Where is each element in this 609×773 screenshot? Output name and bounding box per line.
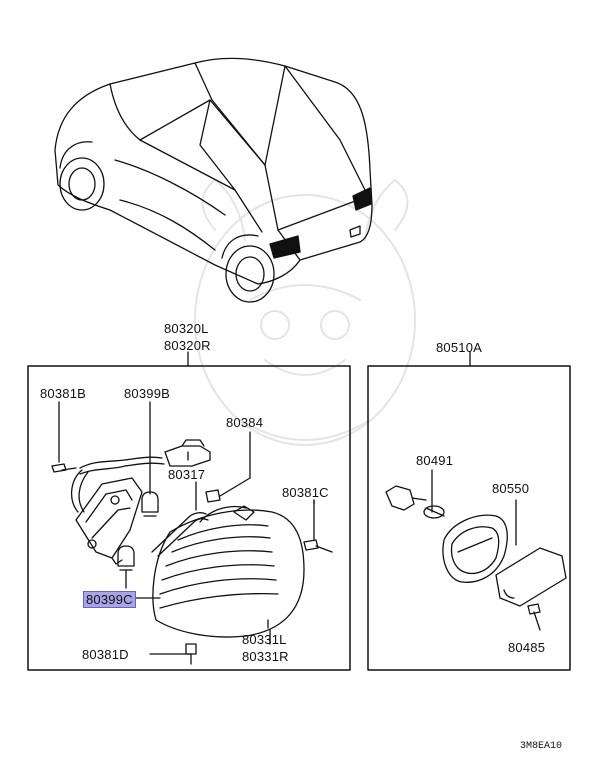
part-label-80317[interactable]: 80317 [168, 467, 206, 482]
bulb-80399c-drawing [117, 545, 135, 589]
screw-80381d-drawing [149, 643, 197, 665]
part-label-80331l[interactable]: 80331L [242, 632, 287, 647]
lamp-group-right-box [367, 365, 571, 671]
part-label-80381b[interactable]: 80381B [40, 386, 87, 401]
part-label-80485[interactable]: 80485 [508, 640, 546, 655]
lamp-housing-drawing [442, 514, 508, 583]
part-label-80381d[interactable]: 80381D [82, 647, 129, 662]
lamp-group-left-box [27, 365, 351, 671]
part-label-80320r[interactable]: 80320R [164, 338, 211, 353]
part-label-80384[interactable]: 80384 [226, 415, 264, 430]
part-label-80550[interactable]: 80550 [492, 481, 530, 496]
part-label-80510a[interactable]: 80510A [436, 340, 483, 355]
screw-80381b-drawing [51, 401, 77, 473]
lens-80550-drawing [495, 499, 567, 607]
part-label-80399c-highlighted[interactable]: 80399C [83, 591, 136, 608]
lens-80331-drawing [152, 505, 305, 638]
part-label-80331r[interactable]: 80331R [242, 649, 289, 664]
screw-80485-drawing [527, 603, 541, 631]
screw-80381c-drawing [303, 499, 333, 553]
part-label-80381c[interactable]: 80381C [282, 485, 329, 500]
car-illustration [54, 57, 373, 303]
part-label-80491[interactable]: 80491 [416, 453, 454, 468]
bulb-80399b-drawing [141, 401, 159, 517]
socket-80491-drawing [385, 469, 445, 519]
part-label-80320l[interactable]: 80320L [164, 321, 209, 336]
diagram-code: 3M8EA10 [520, 741, 563, 752]
wire-harness-drawing [71, 439, 211, 513]
part-label-80399b[interactable]: 80399B [124, 386, 171, 401]
socket-plate-drawing [75, 477, 143, 565]
clip-80384-drawing [205, 431, 251, 503]
